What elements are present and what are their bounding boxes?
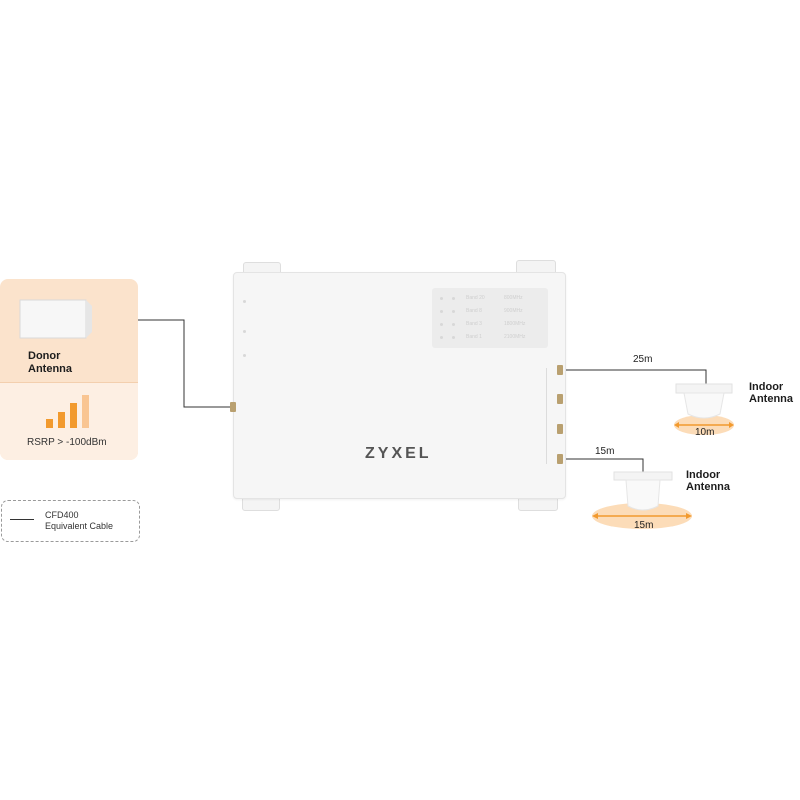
output-port-connector-3 bbox=[557, 424, 563, 434]
indoor-1-title-line2: Antenna bbox=[749, 393, 793, 405]
output-port-connector-4 bbox=[557, 454, 563, 464]
legend-line2: Equivalent Cable bbox=[45, 521, 114, 531]
legend-text: CFD400 Equivalent Cable bbox=[45, 510, 113, 532]
donor-port-connector bbox=[230, 402, 236, 412]
indoor-2-cable bbox=[561, 458, 644, 472]
legend-line1: CFD400 bbox=[45, 510, 79, 520]
indoor-2-cable-length: 15m bbox=[595, 446, 615, 457]
right-port-bracket bbox=[546, 368, 551, 464]
indoor-1-cable bbox=[561, 369, 707, 384]
output-port-connector-1 bbox=[557, 365, 563, 375]
band-label-1: Band 20 bbox=[466, 295, 485, 301]
donor-title-line1: Donor bbox=[28, 350, 61, 362]
donor-antenna-icon bbox=[19, 299, 92, 339]
band-freq-4: 2100MHz bbox=[504, 334, 526, 340]
band-label-2: Band 8 bbox=[466, 308, 482, 314]
donor-antenna-title: Donor Antenna bbox=[28, 350, 72, 376]
indoor-2-title-line2: Antenna bbox=[686, 481, 730, 493]
zyxel-logo: ZYXEL bbox=[365, 445, 432, 462]
indoor-1-title-line1: Indoor bbox=[749, 381, 784, 393]
band-label-3: Band 3 bbox=[466, 321, 482, 327]
indoor-1-cable-length: 25m bbox=[633, 354, 653, 365]
indoor-2-coverage: 15m bbox=[634, 520, 654, 531]
cable-legend bbox=[1, 500, 140, 542]
output-port-connector-2 bbox=[557, 394, 563, 404]
band-freq-3: 1800MHz bbox=[504, 321, 526, 327]
left-indicator-marks bbox=[241, 300, 249, 430]
indoor-antenna-1-icon bbox=[674, 383, 734, 435]
rsrp-text: RSRP > -100dBm bbox=[27, 437, 107, 448]
band-freq-2: 900MHz bbox=[504, 308, 523, 314]
indoor-2-title: Indoor Antenna bbox=[686, 469, 730, 493]
indoor-antenna-2-icon bbox=[592, 471, 692, 529]
indoor-1-coverage: 10m bbox=[695, 427, 715, 438]
signal-strength-icon bbox=[46, 395, 89, 428]
donor-title-line2: Antenna bbox=[28, 363, 72, 375]
legend-cable-line bbox=[10, 519, 34, 520]
indoor-1-title: Indoor Antenna bbox=[749, 381, 793, 405]
indoor-2-title-line1: Indoor bbox=[686, 469, 721, 481]
band-led-panel: Band 20 800MHz Band 8 900MHz Band 3 1800… bbox=[432, 288, 548, 348]
band-freq-1: 800MHz bbox=[504, 295, 523, 301]
band-label-4: Band 1 bbox=[466, 334, 482, 340]
